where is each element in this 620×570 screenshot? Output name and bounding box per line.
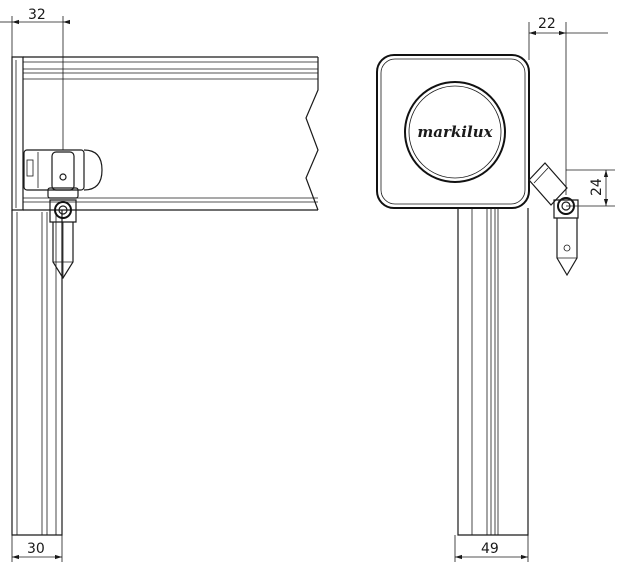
dimension-label-49: 49 [481, 541, 499, 557]
dimension-label-22: 22 [538, 16, 556, 32]
cassette-profile [11, 56, 319, 211]
vertical-post [11, 210, 63, 536]
dimension-24: 24 [566, 169, 615, 207]
dimension-30: 30 [11, 535, 63, 562]
joint-bracket [23, 149, 103, 280]
left-side-view: 32 30 [0, 7, 319, 562]
dimension-22: 22 [528, 16, 608, 195]
dimension-49: 49 [454, 535, 529, 562]
post-front [457, 208, 529, 536]
dimension-label-30: 30 [27, 541, 45, 557]
angled-joint [528, 162, 579, 277]
dimension-label-32: 32 [28, 7, 46, 23]
dimension-label-24: 24 [589, 178, 605, 196]
right-front-view: markilux 22 [376, 16, 615, 562]
dimension-32: 32 [0, 7, 71, 150]
brand-logo-text: markilux [417, 123, 493, 141]
cassette-end-cap: markilux [376, 54, 530, 209]
